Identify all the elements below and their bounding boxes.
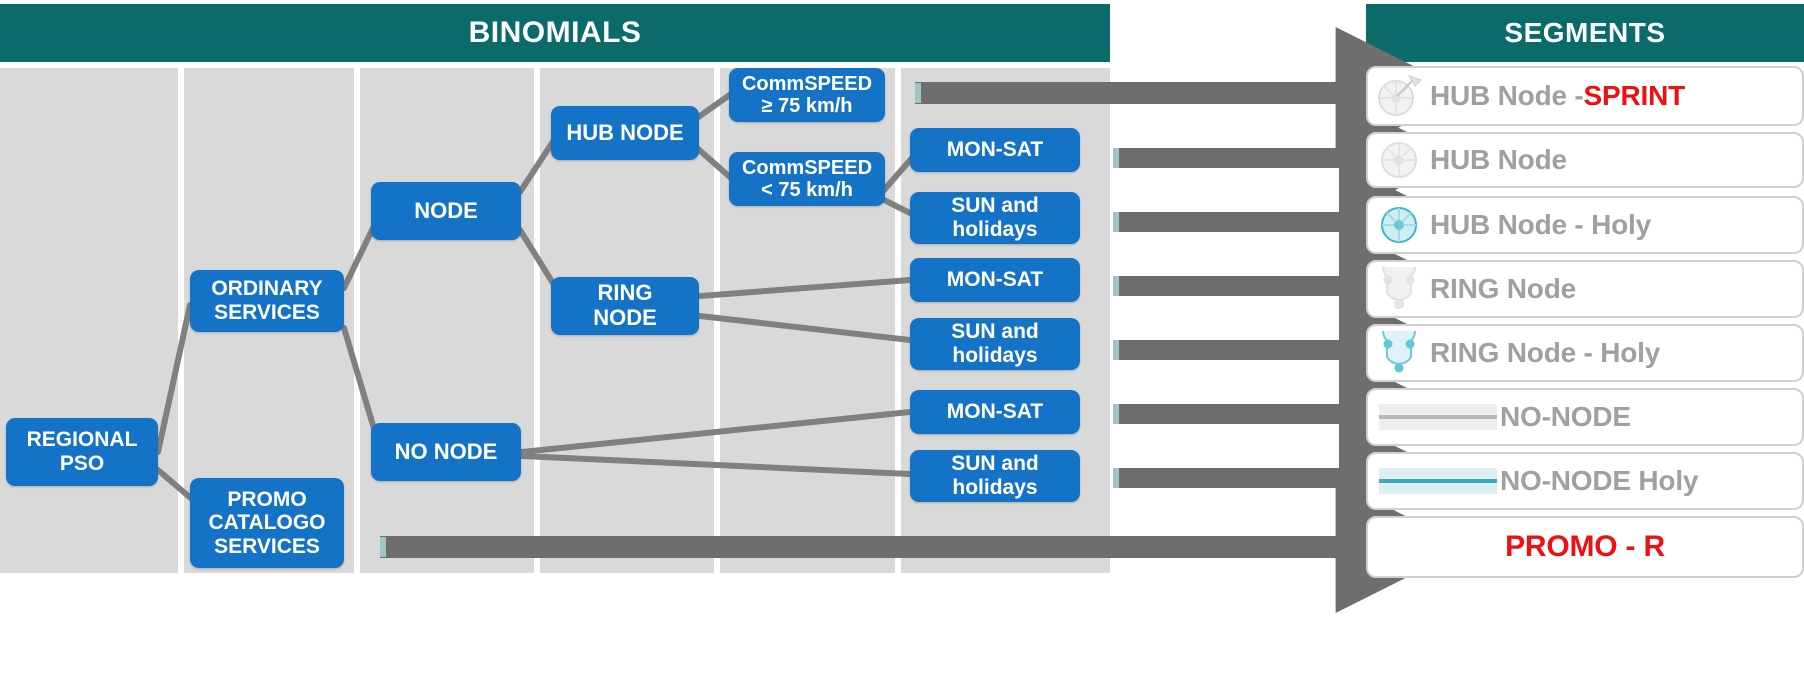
segment-label-accent: SPRINT bbox=[1583, 80, 1686, 111]
node-commspeed-lt75-line1: CommSPEED bbox=[741, 156, 873, 179]
node-ordinary-services-line1: ORDINARY bbox=[211, 277, 323, 301]
node-commspeed-lt75[interactable]: CommSPEED < 75 km/h bbox=[729, 152, 885, 206]
column-band-3 bbox=[360, 68, 534, 573]
node-promo-line2: CATALOGO bbox=[208, 511, 326, 535]
segment-row-hub-node-sprint[interactable]: HUB Node -SPRINT bbox=[1366, 66, 1804, 126]
segment-label-hub-node-sprint: HUB Node -SPRINT bbox=[1430, 80, 1685, 112]
node-sun-holidays-3-line1: SUN and bbox=[951, 452, 1039, 476]
segment-row-no-node-holy[interactable]: NO-NODE Holy bbox=[1366, 452, 1804, 510]
node-ordinary-services[interactable]: ORDINARY SERVICES bbox=[190, 270, 344, 332]
segment-row-ring-node[interactable]: RING Node bbox=[1366, 260, 1804, 318]
node-commspeed-ge75-line2: ≥ 75 km/h bbox=[761, 95, 853, 117]
node-sun-holidays-3[interactable]: SUN and holidays bbox=[910, 450, 1080, 502]
hub-node-holy-icon bbox=[1368, 198, 1430, 252]
node-mon-sat-3-label: MON-SAT bbox=[946, 400, 1044, 424]
segment-label-hub-node: HUB Node bbox=[1430, 144, 1567, 175]
node-hub-node-label: HUB NODE bbox=[566, 119, 684, 145]
ring-node-holy-icon bbox=[1368, 326, 1430, 380]
segments-header-label: SEGMENTS bbox=[1504, 17, 1666, 48]
node-regional-pso-line2: PSO bbox=[59, 452, 105, 475]
node-regional-pso[interactable]: REGIONAL PSO bbox=[6, 418, 158, 486]
node-commspeed-lt75-line2: < 75 km/h bbox=[761, 179, 853, 201]
node-sun-holidays-2-line1: SUN and bbox=[951, 320, 1039, 344]
node-ring-node[interactable]: RING NODE bbox=[551, 277, 699, 335]
segment-row-hub-node-holy[interactable]: HUB Node - Holy bbox=[1366, 196, 1804, 254]
binomials-header-label: BINOMIALS bbox=[468, 16, 642, 49]
node-no-node[interactable]: NO NODE bbox=[371, 423, 521, 481]
no-node-line-icon bbox=[1368, 390, 1500, 444]
node-sun-holidays-1-line1: SUN and bbox=[951, 194, 1039, 218]
node-node[interactable]: NODE bbox=[371, 182, 521, 240]
node-sun-holidays-2-line2: holidays bbox=[952, 344, 1038, 367]
node-ring-node-line1: RING bbox=[597, 280, 653, 306]
segment-label-promo-r: PROMO - R bbox=[1505, 530, 1665, 563]
node-hub-node[interactable]: HUB NODE bbox=[551, 106, 699, 160]
segment-label-ring-node-holy: RING Node - Holy bbox=[1430, 337, 1661, 368]
node-regional-pso-line1: REGIONAL bbox=[26, 428, 138, 452]
node-promo-line1: PROMO bbox=[227, 487, 307, 511]
segment-row-no-node[interactable]: NO-NODE bbox=[1366, 388, 1804, 446]
segment-row-ring-node-holy[interactable]: RING Node - Holy bbox=[1366, 324, 1804, 382]
node-sun-holidays-3-line2: holidays bbox=[952, 476, 1038, 499]
node-node-label: NODE bbox=[414, 197, 478, 223]
node-ring-node-line2: NODE bbox=[593, 305, 657, 330]
hub-node-icon bbox=[1368, 134, 1430, 186]
node-ordinary-services-line2: SERVICES bbox=[214, 301, 320, 324]
node-commspeed-ge75-line1: CommSPEED bbox=[741, 72, 873, 95]
node-no-node-label: NO NODE bbox=[394, 438, 498, 464]
no-node-holy-line-icon bbox=[1368, 454, 1500, 508]
node-mon-sat-2-label: MON-SAT bbox=[946, 268, 1044, 292]
segment-label-no-node: NO-NODE bbox=[1500, 401, 1631, 432]
node-mon-sat-3[interactable]: MON-SAT bbox=[910, 390, 1080, 434]
node-sun-holidays-1-line2: holidays bbox=[952, 218, 1038, 241]
node-mon-sat-2[interactable]: MON-SAT bbox=[910, 258, 1080, 302]
node-commspeed-ge75[interactable]: CommSPEED ≥ 75 km/h bbox=[729, 68, 885, 122]
ring-node-icon bbox=[1368, 262, 1430, 316]
node-sun-holidays-1[interactable]: SUN and holidays bbox=[910, 192, 1080, 244]
node-promo-catalogo-services[interactable]: PROMO CATALOGO SERVICES bbox=[190, 478, 344, 568]
segment-label-ring-node: RING Node bbox=[1430, 273, 1576, 304]
node-mon-sat-1[interactable]: MON-SAT bbox=[910, 128, 1080, 172]
segment-label-no-node-holy: NO-NODE Holy bbox=[1500, 465, 1699, 496]
column-band-1 bbox=[0, 68, 178, 573]
segment-row-hub-node[interactable]: HUB Node bbox=[1366, 132, 1804, 188]
segment-label-plain: HUB Node - bbox=[1430, 80, 1584, 111]
segment-row-promo-r[interactable]: PROMO - R bbox=[1366, 516, 1804, 578]
hub-node-sprint-icon bbox=[1368, 68, 1430, 124]
segment-label-hub-node-holy: HUB Node - Holy bbox=[1430, 209, 1652, 240]
binomials-header: BINOMIALS bbox=[0, 4, 1110, 62]
node-sun-holidays-2[interactable]: SUN and holidays bbox=[910, 318, 1080, 370]
node-promo-line3: SERVICES bbox=[214, 534, 320, 558]
node-mon-sat-1-label: MON-SAT bbox=[946, 138, 1044, 162]
